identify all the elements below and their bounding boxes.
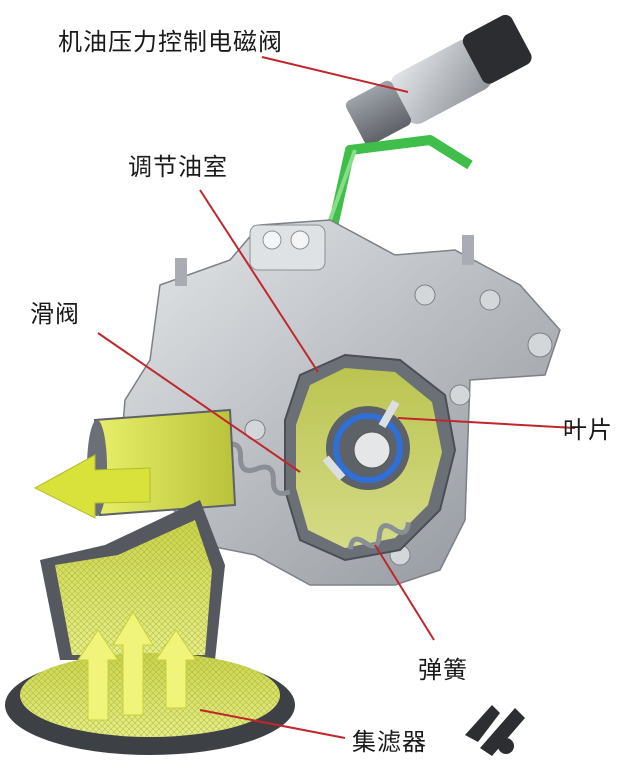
oil-filter — [5, 500, 295, 755]
label-filter: 集滤器 — [352, 728, 427, 756]
leader-filter — [199, 709, 346, 739]
label-solenoid-valve: 机油压力控制电磁阀 — [58, 28, 283, 56]
leader-solenoid-valve — [261, 56, 409, 93]
flow-arrow-icon — [33, 454, 151, 519]
spring — [347, 521, 411, 550]
leader-slide-valve — [97, 332, 301, 473]
leader-spring — [374, 544, 435, 641]
solenoid-valve — [345, 14, 532, 146]
label-vane: 叶片 — [563, 416, 613, 444]
leader-vane — [397, 417, 576, 429]
leader-control-chamber — [199, 189, 319, 373]
label-slide-valve: 滑阀 — [30, 300, 80, 328]
flow-arrow-icon — [112, 611, 154, 716]
flow-arrow-icon — [155, 629, 197, 709]
label-control-chamber: 调节油室 — [128, 153, 228, 181]
outlet-pipe — [33, 408, 237, 519]
flow-arrow-icon — [77, 629, 119, 721]
label-spring: 弹簧 — [418, 656, 468, 684]
leader-lines — [97, 56, 576, 739]
slide-valve-spring — [223, 441, 291, 496]
rotor-assembly — [322, 399, 410, 490]
watermark-logo — [465, 705, 525, 756]
